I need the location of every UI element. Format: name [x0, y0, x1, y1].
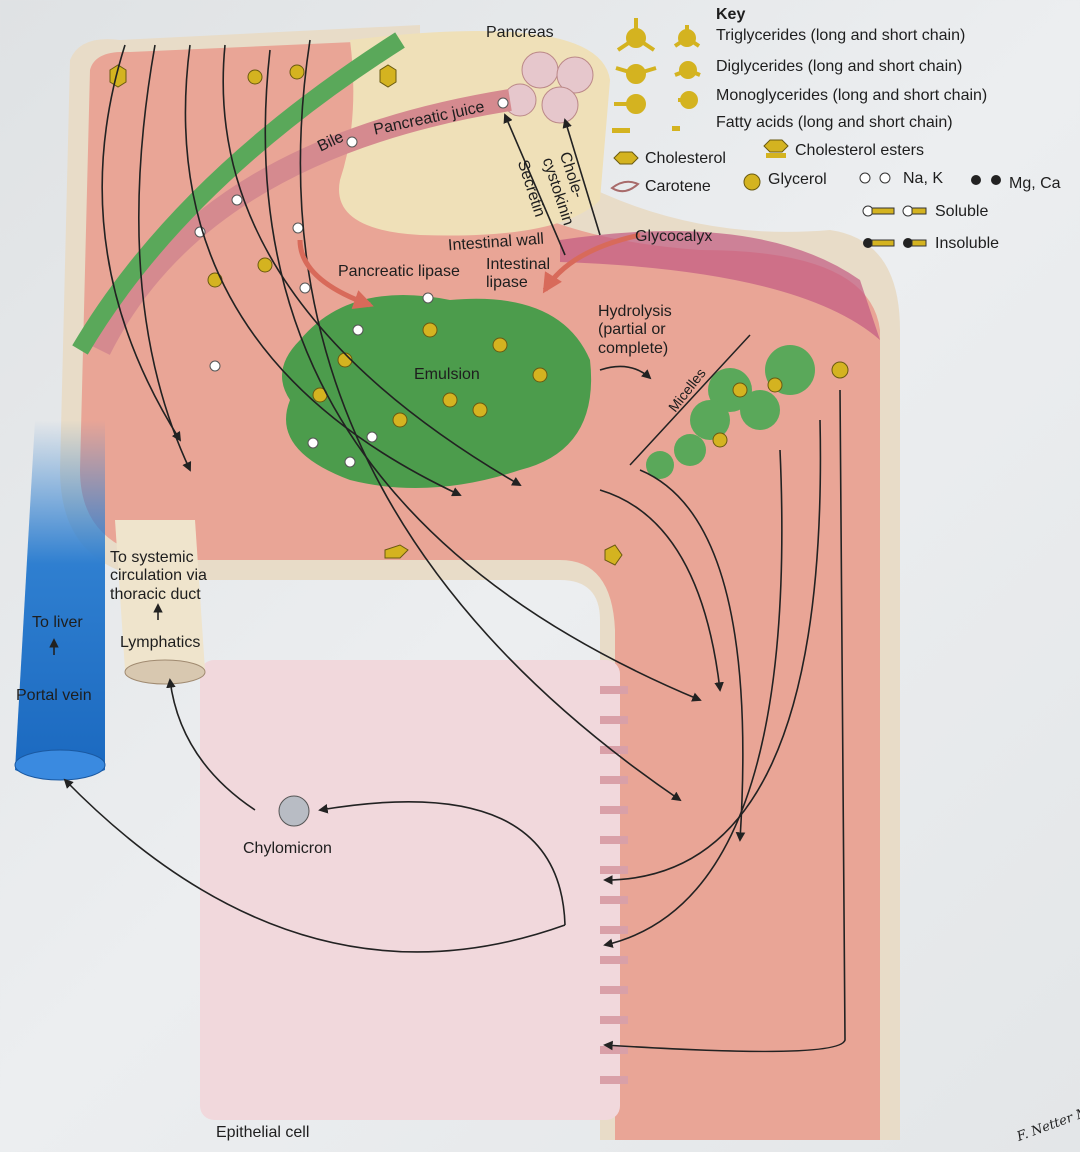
epithelial-cell — [200, 660, 620, 1120]
key-label-soluble: Soluble — [935, 203, 989, 220]
pancreatic-acinus — [503, 51, 594, 124]
glycocalyx — [560, 231, 880, 340]
key-label-triglycerides: Triglycerides (long and short chain) — [716, 27, 966, 44]
label-pancreatic-lipase: Pancreatic lipase — [338, 263, 460, 280]
label-to-liver: To liver — [32, 614, 83, 631]
key-label-na-k: Na, K — [903, 170, 944, 187]
key-label-diglycerides: Diglycerides (long and short chain) — [716, 58, 963, 75]
key-label-carotene: Carotene — [645, 178, 711, 195]
lymphatic-opening — [124, 659, 206, 685]
label-epithelial-cell: Epithelial cell — [216, 1124, 310, 1141]
label-portal-vein: Portal vein — [16, 687, 92, 704]
portal-vein — [15, 420, 105, 780]
pancreatic-duct — [90, 89, 512, 355]
key-label-monoglycerides: Monoglycerides (long and short chain) — [716, 87, 988, 104]
label-emulsion: Emulsion — [414, 366, 480, 383]
emulsion-droplet — [282, 295, 592, 488]
label-glycocalyx: Glycocalyx — [635, 228, 713, 245]
bile-duct — [72, 32, 405, 355]
chylomicron — [278, 795, 310, 827]
key-label-fatty-acids: Fatty acids (long and short chain) — [716, 114, 953, 131]
key-label-glycerol: Glycerol — [768, 171, 827, 188]
microvilli — [600, 686, 628, 1084]
lymphatic-vessel — [115, 520, 205, 678]
label-intestinal-lipase: Intestinal lipase — [486, 256, 551, 292]
label-hydrolysis: Hydrolysis (partial or complete) — [598, 303, 672, 357]
key-label-mg-ca: Mg, Ca — [1009, 175, 1061, 192]
flow-arrows — [49, 39, 846, 1053]
portal-vein-opening — [14, 749, 106, 781]
label-chylomicron: Chylomicron — [243, 840, 332, 857]
lipase-arrows — [297, 232, 641, 310]
micelles-line — [629, 334, 751, 466]
key-title: Key — [716, 6, 746, 23]
micelles-cluster — [646, 345, 815, 479]
key-label-cholesterol: Cholesterol — [645, 150, 726, 167]
label-lymphatics: Lymphatics — [120, 634, 201, 651]
lipid-molecules — [109, 64, 849, 566]
key-label-cholesterol-esters: Cholesterol esters — [795, 142, 924, 159]
label-to-systemic-circulation: To systemic circulation via thoracic duc… — [110, 549, 207, 603]
key-label-insoluble: Insoluble — [935, 235, 1000, 252]
label-pancreas: Pancreas — [486, 24, 554, 41]
